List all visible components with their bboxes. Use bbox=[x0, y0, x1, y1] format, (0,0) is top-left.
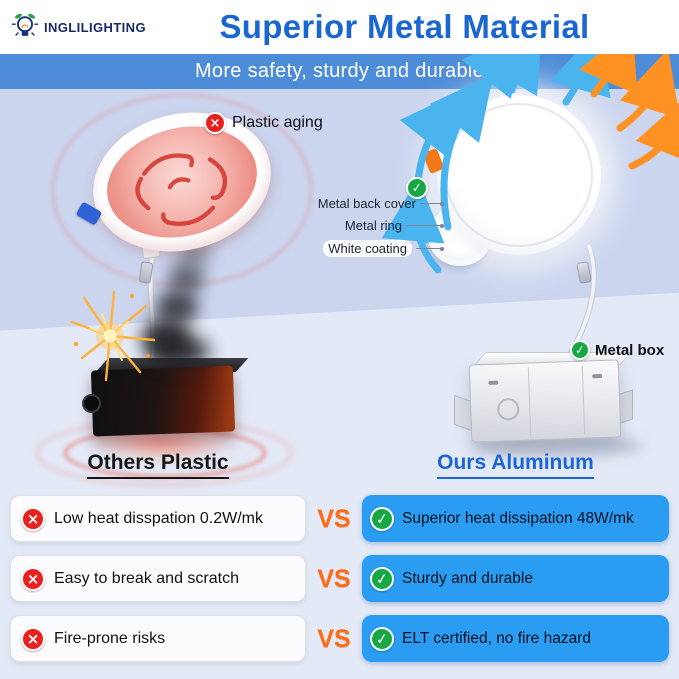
comparison-text: ELT certified, no fire hazard bbox=[402, 629, 591, 647]
plastic-aging-callout: × Plastic aging bbox=[204, 112, 323, 134]
metal-box-callout: ✓ Metal box bbox=[569, 339, 665, 361]
comparison-text: Sturdy and durable bbox=[402, 569, 533, 587]
comparison-text: Superior heat dissipation 48W/mk bbox=[402, 509, 634, 527]
brand-name: INGLILIGHTING bbox=[44, 19, 146, 35]
red-x-icon: × bbox=[21, 566, 45, 591]
comparison-text: Easy to break and scratch bbox=[54, 569, 239, 587]
comparison-row-right: ✓ Superior heat dissipation 48W/mk bbox=[362, 495, 669, 542]
smoke-puff bbox=[156, 290, 198, 324]
green-check-icon: ✓ bbox=[368, 505, 396, 532]
ours-aluminum-label: Ours Aluminum bbox=[437, 451, 594, 479]
junction-box-knob bbox=[82, 394, 101, 413]
green-check-icon: ✓ bbox=[569, 339, 591, 361]
comparison-row-right: ✓ Sturdy and durable bbox=[362, 555, 669, 602]
red-x-icon: × bbox=[21, 506, 45, 531]
lightbulb-logo-icon bbox=[11, 13, 39, 36]
comparison-row-right: ✓ ELT certified, no fire hazard bbox=[362, 615, 669, 662]
ours-aluminum-header: Ours Aluminum bbox=[362, 451, 669, 479]
others-plastic-label: Others Plastic bbox=[87, 451, 229, 479]
red-x-icon: × bbox=[21, 626, 45, 651]
box-seam bbox=[527, 367, 532, 436]
red-x-icon: × bbox=[204, 112, 226, 134]
comparison-text: Low heat disspation 0.2W/mk bbox=[54, 509, 263, 527]
plastic-aging-label: Plastic aging bbox=[232, 114, 323, 131]
metal-ring-callout: Metal ring bbox=[306, 218, 444, 233]
page-title: Superior Metal Material bbox=[219, 8, 590, 45]
box-slot bbox=[592, 373, 603, 379]
vs-label: VS bbox=[317, 625, 351, 653]
box-slot bbox=[488, 380, 499, 385]
subtitle-text: More safety, sturdy and durable bbox=[194, 60, 485, 82]
comparison-row-left: × Low heat disspation 0.2W/mk bbox=[10, 495, 306, 542]
white-coating-callout: White coating bbox=[306, 240, 444, 257]
vs-label: VS bbox=[317, 505, 351, 533]
leader-line bbox=[406, 223, 444, 228]
comparison-text: Fire-prone risks bbox=[54, 629, 166, 647]
green-check-icon: ✓ bbox=[368, 565, 396, 592]
white-coating-label: White coating bbox=[323, 240, 412, 257]
brand-logo: INGLILIGHTING bbox=[10, 12, 146, 42]
metal-ring-label: Metal ring bbox=[344, 218, 402, 233]
plastic-downlight-lens bbox=[95, 111, 269, 253]
box-knockout bbox=[496, 397, 520, 421]
vs-label: VS bbox=[317, 565, 351, 593]
metal-back-cover-callout: Metal back cover bbox=[306, 196, 444, 211]
plastic-downlight-illustration bbox=[78, 94, 286, 270]
metal-back-cover-label: Metal back cover bbox=[317, 196, 416, 211]
heat-crack-marks bbox=[135, 153, 228, 226]
others-plastic-header: Others Plastic bbox=[10, 451, 306, 479]
leader-line bbox=[420, 201, 444, 206]
comparison-row-left: × Fire-prone risks bbox=[10, 615, 306, 662]
green-check-icon: ✓ bbox=[368, 625, 396, 652]
comparison-row-left: × Easy to break and scratch bbox=[10, 555, 306, 602]
leader-line bbox=[416, 246, 444, 251]
smoke-puff bbox=[148, 336, 210, 366]
header-bar: INGLILIGHTING Superior Metal Material bbox=[0, 0, 679, 54]
spark-burst bbox=[70, 290, 156, 382]
metal-box-label: Metal box bbox=[595, 341, 665, 359]
box-seam bbox=[581, 365, 586, 434]
metal-junction-box bbox=[468, 359, 622, 443]
smoke-puff bbox=[168, 264, 204, 294]
airflow-arrows bbox=[381, 24, 679, 274]
